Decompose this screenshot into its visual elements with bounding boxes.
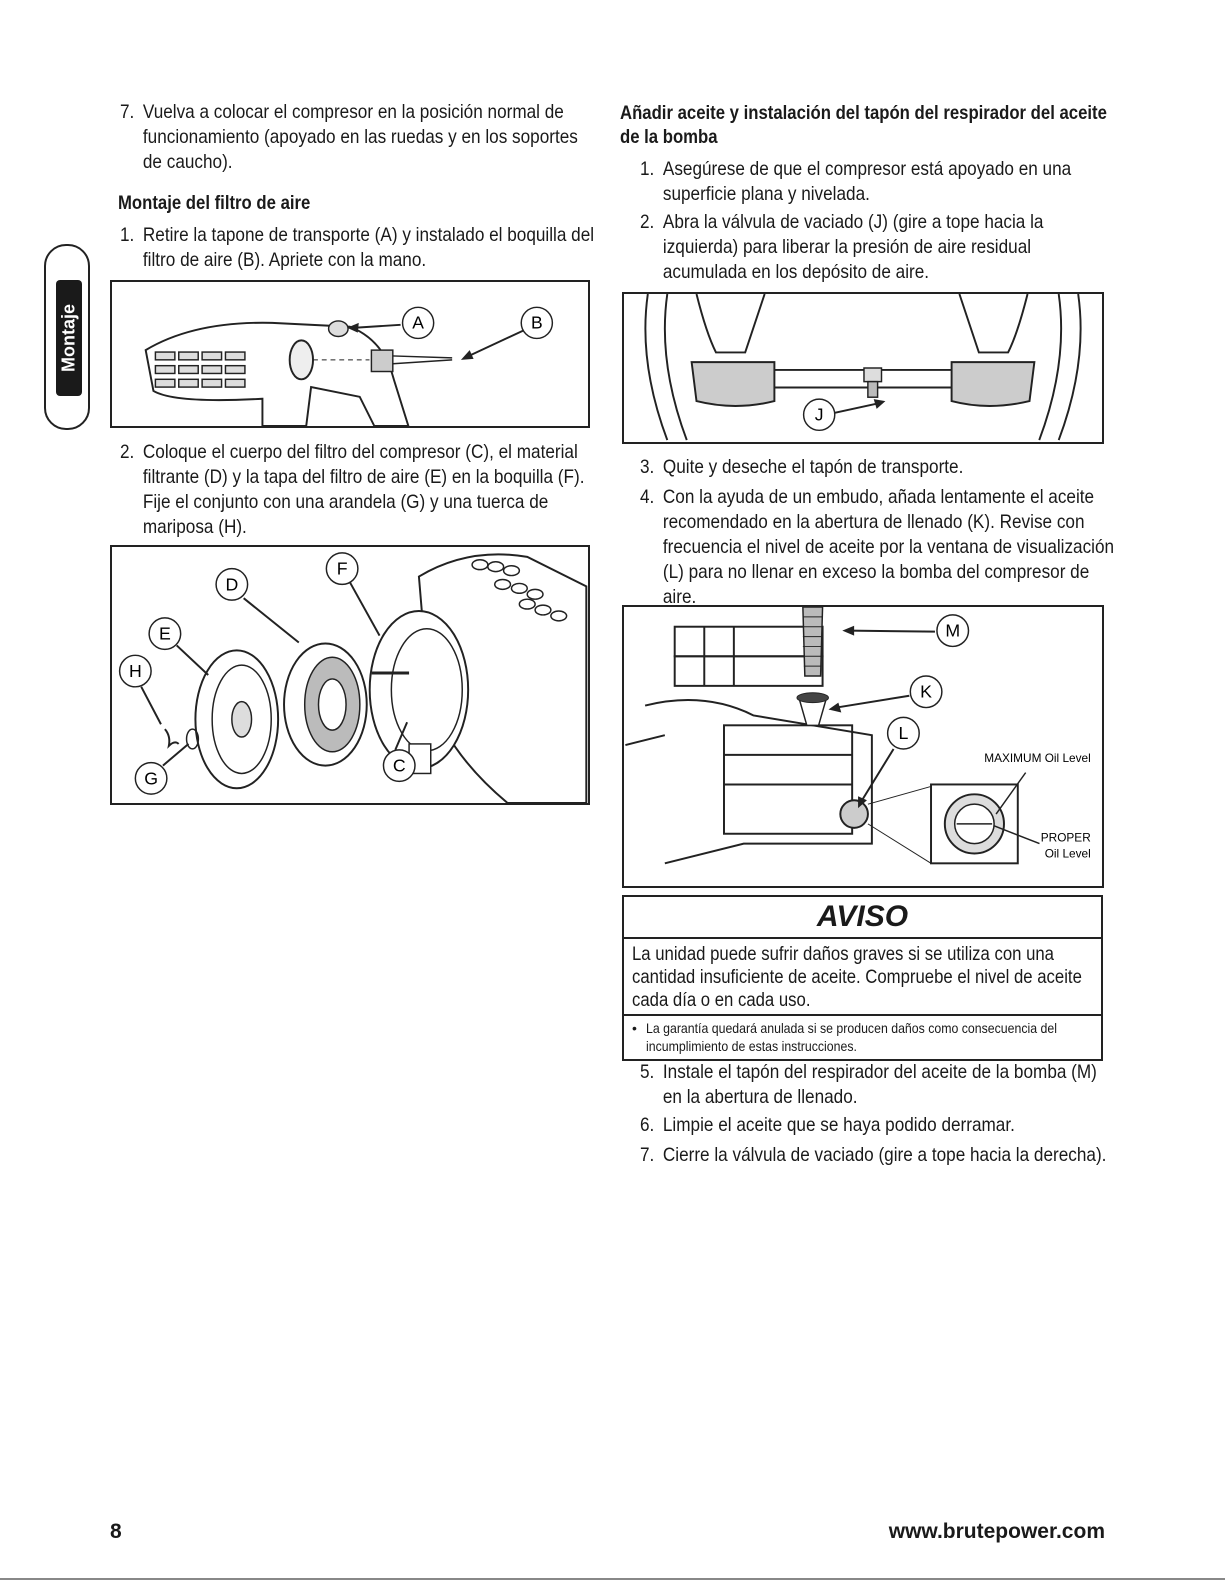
step-number: 3. — [640, 456, 655, 478]
aviso-title: AVISO — [624, 897, 1101, 939]
step-number: 6. — [640, 1114, 655, 1136]
step-text: Coloque el cuerpo del filtro del compres… — [142, 441, 585, 538]
step-number: 1. — [640, 158, 655, 180]
section-tab-label: Montaje — [58, 303, 79, 373]
right-step-6: 6. Limpie el aceite que se haya podido de… — [640, 1113, 1115, 1138]
aviso-body-text: La unidad puede sufrir daños graves si s… — [632, 944, 1082, 1011]
step-text: Con la ayuda de un embudo, añada lentame… — [662, 486, 1115, 608]
step-text: Vuelva a colocar el compresor en la posi… — [142, 101, 578, 173]
step-number: 2. — [120, 441, 135, 463]
callout-D: D — [225, 574, 238, 594]
callout-J: J — [815, 405, 824, 425]
right-step-7: 7. Cierre la válvula de vaciado (gire a t… — [640, 1143, 1115, 1168]
figure-air-filter-plug: A B — [110, 280, 590, 428]
step-number: 7. — [640, 1144, 655, 1166]
proper-oil-level-label-line2: Oil Level — [1045, 846, 1091, 860]
section-tab: Montaje — [44, 244, 90, 430]
aviso-bullet: • La garantía quedará anulada si se prod… — [624, 1016, 1101, 1057]
step-text: Instale el tapón del respirador del acei… — [662, 1061, 1097, 1108]
maximum-oil-level-label: MAXIMUM Oil Level — [984, 751, 1090, 765]
callout-G: G — [144, 768, 158, 788]
step-text: Asegúrese de que el compresor está apoya… — [662, 158, 1072, 205]
callout-M: M — [945, 621, 960, 641]
oil-section-heading: Añadir aceite y instalación del tapón de… — [620, 103, 1107, 148]
footer-rule — [0, 1578, 1225, 1580]
callout-H: H — [129, 661, 142, 681]
figure-oil-fill: M K L MAXIMUM Oil Level PROPER Oil Level — [622, 605, 1104, 888]
callout-B: B — [531, 313, 543, 333]
step-number: 4. — [640, 486, 655, 508]
aviso-bullet-text: La garantía quedará anulada si se produc… — [646, 1020, 1057, 1054]
step-text: Retire la tapone de transporte (A) y ins… — [142, 224, 595, 271]
callout-K: K — [920, 682, 932, 702]
callout-C: C — [393, 755, 406, 775]
section-tab-outline — [44, 244, 90, 430]
step-number: 2. — [640, 211, 655, 233]
aviso-body: La unidad puede sufrir daños graves si s… — [624, 939, 1101, 1016]
right-step-5: 5. Instale el tapón del respirador del ac… — [640, 1060, 1115, 1110]
callout-F: F — [337, 559, 348, 579]
aviso-notice-box: AVISO La unidad puede sufrir daños grave… — [622, 895, 1103, 1061]
step-number: 5. — [640, 1061, 655, 1083]
website-url[interactable]: www.brutepower.com — [888, 1520, 1105, 1543]
bullet-dot: • — [632, 1020, 637, 1036]
figure-air-filter-assembly-drawing: D F E H G C — [118, 552, 588, 803]
callout-E: E — [159, 624, 171, 644]
right-step-3: 3. Quite y deseche el tapón de transporte… — [640, 455, 1115, 480]
figure-oil-fill-drawing: M K L MAXIMUM Oil Level PROPER Oil Level — [625, 607, 1091, 865]
left-step-2: 2. Coloque el cuerpo del filtro del compr… — [120, 440, 600, 540]
step-text: Cierre la válvula de vaciado (gire a top… — [662, 1144, 1107, 1166]
right-step-1: 1. Asegúrese de que el compresor está apo… — [640, 157, 1115, 207]
proper-oil-level-label-line1: PROPER — [1041, 831, 1091, 845]
left-step-1: 1. Retire la tapone de transporte (A) y i… — [120, 223, 600, 273]
step-text: Abra la válvula de vaciado (J) (gire a t… — [662, 211, 1044, 283]
right-step-4: 4. Con la ayuda de un embudo, añada lenta… — [640, 485, 1115, 610]
page-number: 8 — [110, 1520, 122, 1543]
step-text: Quite y deseche el tapón de transporte. — [662, 456, 964, 478]
figure-drain-valve-drawing: J — [644, 294, 1082, 441]
section-tab-fill — [56, 280, 82, 396]
callout-A: A — [412, 313, 424, 333]
figure-air-filter-assembly: D F E H G C — [110, 545, 590, 805]
left-step-7: 7. Vuelva a colocar el compresor en la po… — [120, 100, 600, 175]
callout-L: L — [898, 723, 908, 743]
step-number: 7. — [120, 101, 135, 123]
figure-air-filter-plug-drawing: A B — [144, 306, 554, 426]
air-filter-heading: Montaje del filtro de aire — [118, 193, 311, 214]
right-step-2: 2. Abra la válvula de vaciado (J) (gire a… — [640, 210, 1115, 285]
step-text: Limpie el aceite que se haya podido derr… — [662, 1114, 1015, 1136]
step-number: 1. — [120, 224, 135, 246]
figure-drain-valve: J — [622, 292, 1104, 444]
